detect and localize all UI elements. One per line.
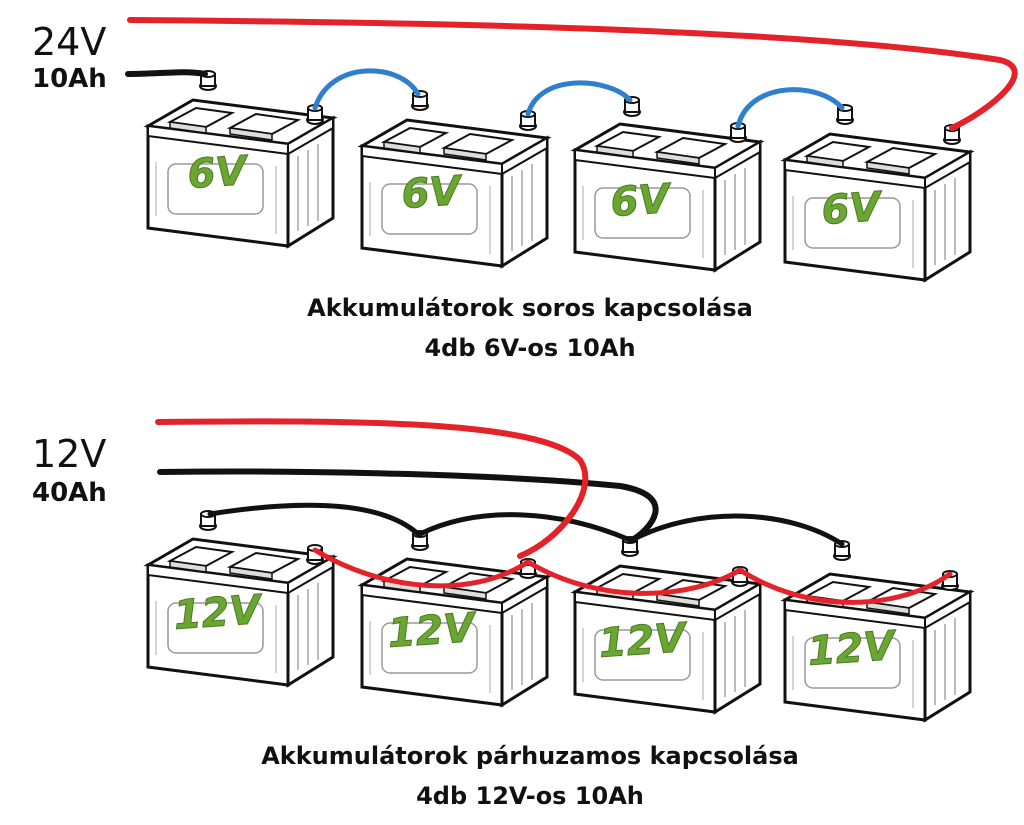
parallel-capacity-label: 40Ah <box>32 478 107 508</box>
parallel-caption-line1: Akkumulátorok párhuzamos kapcsolása <box>261 742 799 770</box>
series-section: 6V 6V 6V 6V <box>125 17 1018 282</box>
negative-wire <box>157 468 659 543</box>
series-battery-label: 6V <box>609 176 674 226</box>
negative-wire <box>125 69 208 77</box>
series-capacity-label: 10Ah <box>32 64 107 94</box>
series-caption-line2: 4db 6V-os 10Ah <box>424 334 636 362</box>
series-link-wire <box>735 87 845 129</box>
parallel-section: 12V 12V 12V 12V <box>146 418 972 722</box>
series-voltage-label: 24V <box>32 20 107 64</box>
series-battery-label: 6V <box>820 184 885 234</box>
parallel-battery-label: 12V <box>806 623 899 675</box>
negative-wire <box>417 512 633 543</box>
parallel-caption-line2: 4db 12V-os 10Ah <box>416 782 644 810</box>
positive-wire <box>312 547 531 589</box>
parallel-battery-label: 12V <box>386 605 479 657</box>
positive-wire <box>525 559 743 596</box>
positive-wire <box>127 17 1018 131</box>
series-battery-label: 6V <box>400 168 465 218</box>
negative-wire <box>629 513 845 547</box>
positive-wire <box>737 567 953 605</box>
parallel-battery-label: 12V <box>597 615 690 667</box>
series-battery-label: 6V <box>186 148 251 198</box>
positive-wire <box>155 418 589 559</box>
series-link-wire <box>525 80 633 117</box>
series-link-wire <box>312 68 421 111</box>
series-caption-line1: Akkumulátorok soros kapcsolása <box>307 294 753 322</box>
parallel-voltage-label: 12V <box>32 432 107 476</box>
parallel-battery-label: 12V <box>172 587 265 639</box>
negative-wire <box>207 502 421 537</box>
